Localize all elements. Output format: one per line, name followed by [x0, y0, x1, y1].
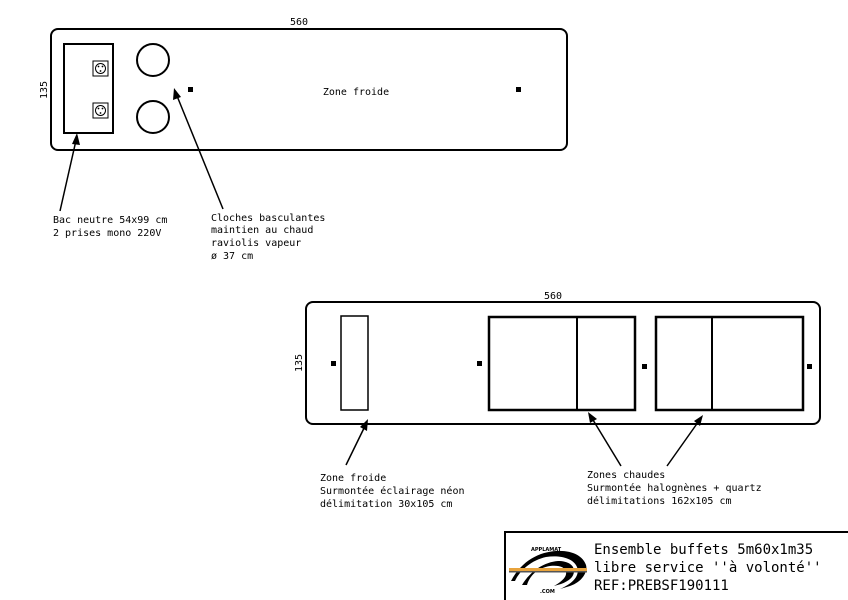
top-buffet-table: 560 135 Zone froide — [39, 17, 568, 151]
cloche-circle — [136, 100, 170, 134]
leader-line — [174, 90, 224, 210]
bottom-leader-lines — [345, 412, 703, 467]
annotation-line: Cloches basculantes — [211, 213, 325, 224]
annotation-line: maintien au chaud — [211, 225, 313, 236]
title-block: APPLAMAT .COM Ensemble buffets 5m60x1m35… — [504, 531, 848, 600]
arrow-head-icon — [360, 419, 368, 431]
logo-bottom-text: .COM — [540, 589, 555, 595]
hot-zone-box — [487, 315, 637, 412]
power-socket-icon — [92, 102, 109, 119]
title-line: libre service ''à volonté'' — [594, 560, 822, 576]
arrow-head-icon — [694, 415, 703, 426]
annotation-line: raviolis vapeur — [211, 238, 301, 249]
leader-line — [345, 421, 368, 466]
leader-line — [59, 135, 78, 212]
annotation-line: Bac neutre 54x99 cm — [53, 215, 167, 226]
bottom-table-outline — [305, 301, 821, 425]
annotation-line: Surmontée éclairage néon — [320, 485, 465, 497]
annotation-line: Zones chaudes — [587, 470, 665, 481]
marker-square — [807, 364, 812, 369]
marker-square — [477, 361, 482, 366]
title-reference: REF:PREBSF190111 — [594, 578, 729, 594]
bottom-height-dimension: 135 — [294, 354, 305, 372]
arrow-head-icon — [588, 412, 597, 423]
neutral-bin — [63, 43, 114, 134]
marker-square — [516, 87, 521, 92]
top-width-dimension: 560 — [290, 17, 308, 28]
leader-line — [589, 414, 622, 467]
annotation-line: délimitation 30x105 cm — [320, 498, 452, 510]
title-line: Ensemble buffets 5m60x1m35 — [594, 542, 813, 558]
zone-froide-annotation: Zone froide Surmontée éclairage néon dél… — [320, 473, 465, 510]
hot-zone-box — [654, 315, 805, 412]
marker-square — [642, 364, 647, 369]
top-leader-lines — [59, 88, 224, 212]
top-zone-label: Zone froide — [323, 87, 389, 98]
top-table-outline — [50, 28, 568, 151]
marker-square — [331, 361, 336, 366]
leader-line — [666, 417, 702, 467]
power-socket-icon — [92, 60, 109, 77]
top-height-dimension: 135 — [39, 81, 50, 99]
bac-annotation: Bac neutre 54x99 cm 2 prises mono 220V — [53, 215, 167, 239]
marker-square — [188, 87, 193, 92]
arrow-head-icon — [173, 88, 181, 100]
cloche-circle — [136, 43, 170, 77]
arrow-head-icon — [72, 133, 80, 145]
annotation-line: Surmontée halognènes + quartz — [587, 482, 762, 494]
annotation-line: 2 prises mono 220V — [53, 228, 161, 239]
logo-top-text: APPLAMAT — [531, 547, 562, 553]
cold-zone-box — [340, 315, 369, 411]
annotation-line: délimitations 162x105 cm — [587, 495, 732, 507]
cloches-annotation: Cloches basculantes maintien au chaud ra… — [211, 213, 325, 262]
annotation-line: ø 37 cm — [211, 251, 253, 262]
zones-chaudes-annotation: Zones chaudes Surmontée halognènes + qua… — [587, 470, 762, 507]
annotation-line: Zone froide — [320, 473, 386, 484]
applamat-logo: APPLAMAT .COM — [509, 547, 587, 595]
bottom-width-dimension: 560 — [544, 291, 562, 302]
bottom-buffet-table: 560 135 — [294, 291, 821, 425]
